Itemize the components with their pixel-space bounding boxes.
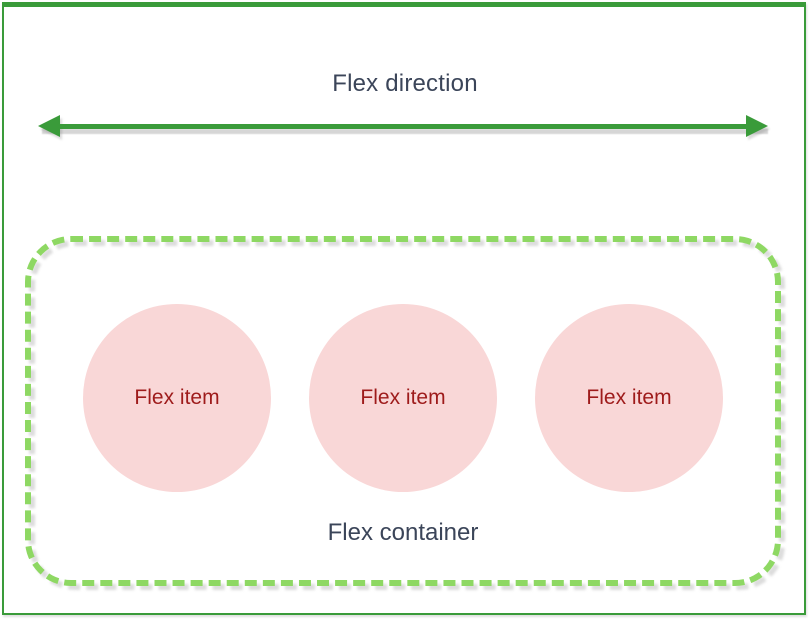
flex-container-border-shadow: [29, 240, 785, 590]
flex-direction-arrow: [38, 112, 770, 144]
arrow-right-head-icon: [746, 115, 768, 137]
arrow-left-head-icon: [38, 115, 60, 137]
arrow-line-shadow: [42, 129, 768, 134]
flex-item-circle: Flex item: [83, 304, 271, 492]
flex-item-label: Flex item: [586, 386, 672, 409]
flex-item-label: Flex item: [360, 386, 446, 409]
flex-direction-label: Flex direction: [332, 70, 478, 97]
flex-item-circle: Flex item: [309, 304, 497, 492]
arrow-line: [56, 124, 750, 129]
flex-item-circle: Flex item: [535, 304, 723, 492]
flex-container-border: [25, 236, 781, 586]
flex-items-row: Flex item Flex item Flex item: [25, 303, 781, 493]
flex-item-label: Flex item: [134, 386, 220, 409]
flex-container-label: Flex container: [327, 519, 479, 546]
